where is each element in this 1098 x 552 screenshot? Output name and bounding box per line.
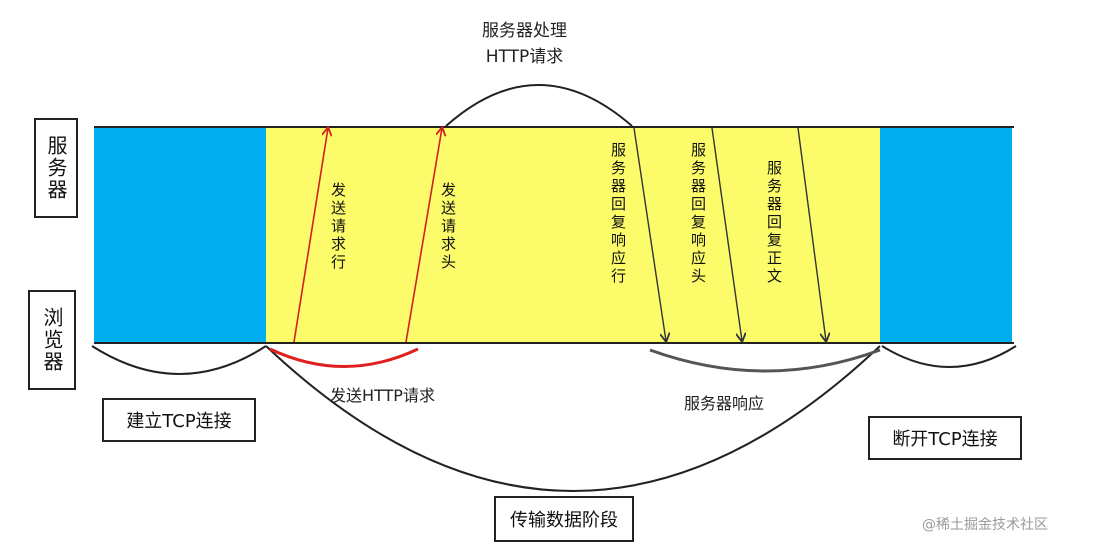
server-response-label: 服务器响应 [684, 394, 765, 413]
tcp-disconnect-region [880, 127, 1012, 343]
transfer-phase-box: 传输数据阶段 [494, 496, 634, 542]
server-label: 服务器 [44, 135, 68, 201]
establish-tcp-box: 建立TCP连接 [102, 398, 256, 442]
tcp-disconnect-arc [881, 345, 1017, 368]
disconnect-tcp-box: 断开TCP连接 [868, 416, 1022, 460]
server-processing-label: 服务器处理 HTTP请求 [482, 18, 567, 70]
watermark: @稀土掘金技术社区 [922, 517, 1048, 533]
browser-label: 浏览器 [40, 307, 64, 373]
server-processing-line2: HTTP请求 [485, 47, 564, 67]
response-line-label: 服务器回复响应行 [609, 142, 627, 286]
request-header-arrow [405, 128, 442, 343]
establish-tcp-label: 建立TCP连接 [126, 411, 232, 432]
response-body-arrow [797, 127, 826, 341]
transfer-phase-arc [265, 345, 881, 492]
tcp-connect-region [94, 127, 266, 343]
response-line-arrow [633, 127, 666, 341]
tcp-connect-arc [91, 345, 267, 375]
transfer-phase-label: 传输数据阶段 [510, 510, 618, 531]
send-http-request-label: 发送HTTP请求 [330, 386, 435, 405]
send-request-header-label: 发送请求头 [439, 182, 457, 272]
browser-box: 浏览器 [28, 290, 76, 390]
disconnect-tcp-label: 断开TCP连接 [892, 429, 998, 450]
response-header-arrow [711, 127, 742, 341]
server-box: 服务器 [34, 118, 78, 218]
request-line-arrow [293, 128, 328, 343]
server-processing-arc [445, 84, 633, 127]
send-request-arc [269, 347, 419, 368]
server-processing-line1: 服务器处理 [482, 21, 567, 41]
response-body-label: 服务器回复正文 [765, 160, 783, 286]
server-response-arc [649, 348, 881, 373]
data-transfer-region [266, 127, 880, 343]
response-header-label: 服务器回复响应头 [689, 142, 707, 286]
send-request-line-label: 发送请求行 [329, 182, 347, 272]
